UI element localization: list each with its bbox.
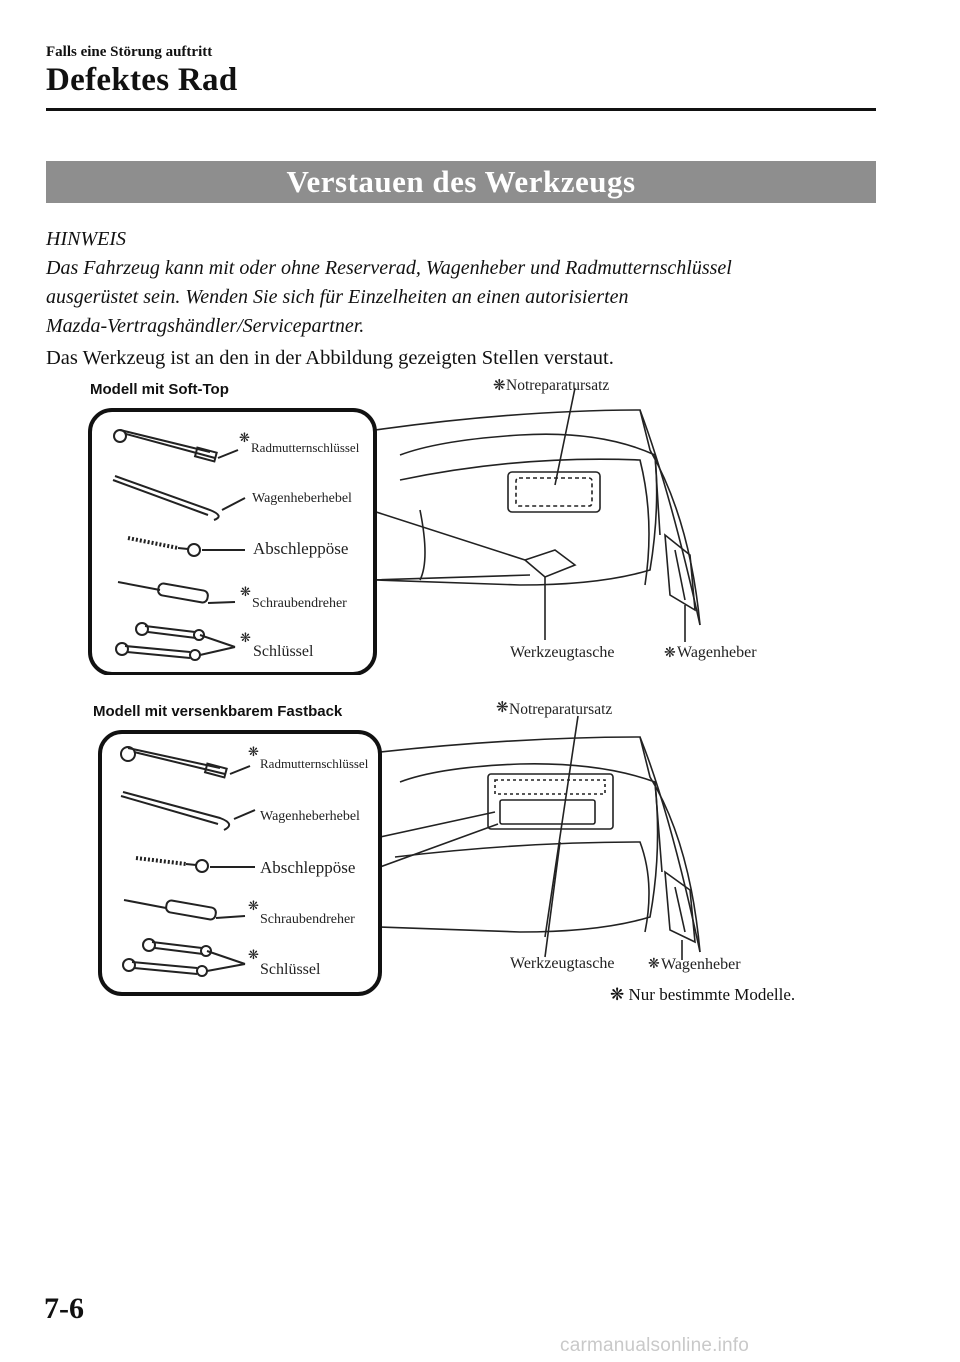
- marker-icon: ❋: [610, 985, 625, 1004]
- note-body: Das Fahrzeug kann mit oder ohne Reserver…: [46, 254, 866, 341]
- model-label-fastback: Modell mit versenkbarem Fastback: [93, 703, 343, 720]
- note-title: HINWEIS: [46, 228, 126, 250]
- label-tow-eye: Abschleppöse: [260, 858, 355, 877]
- label-screwdriver: Schraubendreher: [260, 912, 355, 927]
- label-tool-bag: Werkzeugtasche: [510, 644, 614, 661]
- marker-icon: ❋: [248, 947, 259, 962]
- model-label-soft-top: Modell mit Soft-Top: [90, 381, 229, 398]
- footnote-text: Nur bestimmte Modelle.: [628, 985, 796, 1004]
- label-wrench: Radmutternschlüssel: [251, 440, 360, 455]
- label-repair-kit: Notreparatursatz: [506, 377, 609, 394]
- label-spanner: Schlüssel: [260, 961, 321, 978]
- marker-icon: ❋: [248, 898, 259, 913]
- label-tow-eye: Abschleppöse: [253, 539, 348, 558]
- note-line: Das Fahrzeug kann mit oder ohne Reserver…: [46, 257, 732, 279]
- label-jack: Wagenheber: [677, 644, 757, 661]
- marker-icon: ❋: [239, 430, 250, 445]
- section-label: Falls eine Störung auftritt: [46, 44, 213, 60]
- footnote: ❋ Nur bestimmte Modelle.: [610, 985, 795, 1005]
- section-banner: Verstauen des Werkzeugs: [46, 161, 876, 203]
- marker-icon: ❋: [240, 584, 251, 599]
- title-rule: [46, 108, 876, 111]
- label-tool-bag: Werkzeugtasche: [510, 955, 614, 972]
- note-line: ausgerüstet sein. Wenden Sie sich für Ei…: [46, 286, 629, 308]
- label-jack-lever: Wagenheberhebel: [252, 491, 352, 506]
- intro-text: Das Werkzeug ist an den in der Abbildung…: [46, 347, 614, 369]
- label-repair-kit: Notreparatursatz: [509, 701, 612, 718]
- marker-icon: ❋: [248, 744, 259, 759]
- marker-icon: ❋: [240, 630, 251, 645]
- marker-icon: ❋: [493, 378, 506, 394]
- marker-icon: ❋: [664, 646, 676, 661]
- tool-panel: [88, 408, 377, 675]
- marker-icon: ❋: [496, 700, 509, 716]
- figure-soft-top: Modell mit Soft-Top ❋ Notreparatursatz ❋…: [88, 377, 757, 675]
- note-line: Mazda-Vertragshändler/Servicepartner.: [46, 315, 365, 337]
- watermark: carmanualsonline.info: [560, 1335, 750, 1356]
- page-number: 7-6: [44, 1292, 84, 1325]
- label-jack-lever: Wagenheberhebel: [260, 809, 360, 824]
- label-jack: Wagenheber: [661, 956, 741, 973]
- label-screwdriver: Schraubendreher: [252, 596, 347, 611]
- tool-panel: [98, 730, 382, 996]
- marker-icon: ❋: [648, 957, 660, 972]
- figure-fastback: Modell mit versenkbarem Fastback ❋ Notre…: [93, 700, 741, 996]
- label-spanner: Schlüssel: [253, 643, 314, 660]
- label-wrench: Radmutternschlüssel: [260, 756, 369, 771]
- page-title: Defektes Rad: [46, 62, 238, 98]
